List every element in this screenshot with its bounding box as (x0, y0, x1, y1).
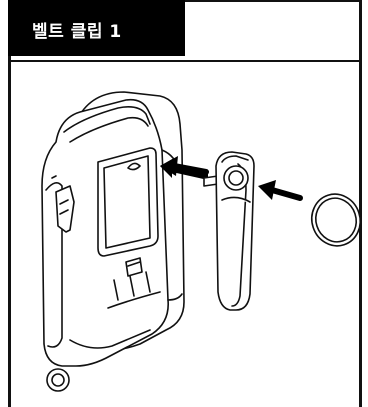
belt-clip-illustration (204, 152, 254, 310)
clip-cover-disc-illustration (305, 188, 367, 252)
printer-illustration (42, 92, 184, 391)
attach-arrow-icon (258, 180, 300, 200)
